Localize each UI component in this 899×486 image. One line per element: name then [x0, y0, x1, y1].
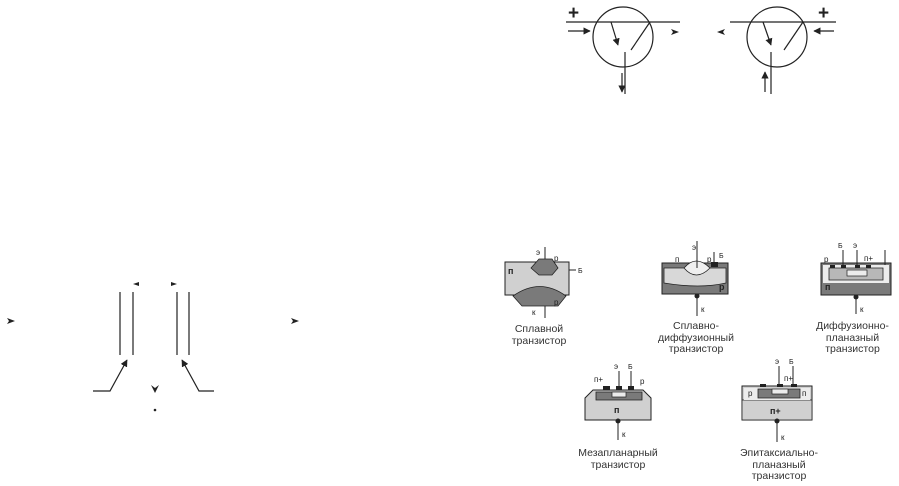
mp-label-e: э	[614, 362, 618, 371]
caption-alloy-diffusion: Сплавно- диффузионный транзистор	[658, 320, 734, 355]
ad-base-contact	[711, 262, 718, 267]
left-arrowhead-far-left	[7, 318, 15, 324]
npn-emitter-lead	[762, 21, 773, 46]
ad-label-e: э	[692, 243, 696, 252]
right-lead-arrow	[181, 359, 214, 392]
alloy-label-e: э	[536, 248, 540, 257]
mp-contact-1	[603, 386, 610, 390]
mp-label-n: п	[614, 405, 619, 415]
left-arrowhead-top-right	[171, 282, 177, 286]
left-arrowhead-down	[151, 385, 159, 393]
dp-emitter-diffusion	[846, 269, 868, 277]
ep-contact-1	[760, 384, 766, 387]
pnp-emitter-lead	[610, 21, 620, 46]
ep-emitter-diffusion	[771, 388, 789, 395]
dp-contact-2	[841, 265, 846, 268]
ad-n-layer	[663, 267, 727, 287]
alloy-collector-pellet	[512, 286, 567, 307]
alloy-label-k: к	[532, 308, 536, 317]
dp-contact-3	[855, 265, 860, 268]
alloy-label-b: Б	[578, 268, 583, 275]
ep-label-n-plus-top: п+	[784, 374, 793, 383]
dp-label-e: э	[853, 241, 857, 250]
npn-out-arrowhead	[717, 29, 725, 35]
mp-label-p: р	[640, 377, 645, 386]
left-lead-arrow	[93, 359, 128, 392]
ep-label-k: к	[781, 433, 785, 442]
left-arrowhead-far-right	[291, 318, 299, 324]
npn-symbol	[730, 6, 836, 94]
pnp-symbol	[566, 6, 680, 94]
caption-diffusion-planar: Диффузионно- планазный транзистор	[816, 320, 889, 355]
mp-contact-3	[628, 386, 634, 390]
dp-label-p: р	[824, 255, 829, 264]
alloy-emitter-pellet	[530, 258, 559, 276]
alloy-diffusion-transistor	[661, 241, 729, 316]
left-small-marks	[7, 282, 299, 412]
pnp-out-arrowhead	[671, 29, 679, 35]
diffusion-planar-transistor	[820, 250, 892, 314]
caption-epitaxial-planar: Эпитаксиально- планазный транзистор	[739, 447, 819, 482]
mp-label-k: к	[622, 430, 626, 439]
pnp-plus-sign: +	[568, 3, 579, 24]
ad-label-k: к	[701, 305, 705, 314]
caption-alloy: Сплавной транзистор	[511, 323, 567, 347]
pnp-collector-lead	[630, 21, 651, 51]
left-dot	[153, 408, 157, 412]
left-arrowhead-top-left	[133, 282, 139, 286]
dp-contact-1	[830, 265, 835, 268]
ep-label-e: э	[775, 357, 779, 366]
mesa-planar-transistor	[584, 371, 652, 440]
dp-label-b: Б	[838, 243, 843, 250]
ep-label-n: п	[802, 389, 806, 398]
epitaxial-planar-transistor	[741, 366, 813, 442]
npn-collector-lead	[783, 21, 804, 51]
alloy-label-p-top: р	[554, 254, 559, 263]
ad-label-p-body: р	[719, 282, 725, 292]
alloy-transistor	[504, 247, 576, 318]
ep-contact-2	[777, 384, 783, 387]
ad-label-p-top: р	[707, 255, 712, 264]
alloy-label-p-bottom: р	[554, 298, 559, 307]
caption-mesa-planar: Мезапланарный транзистор	[578, 447, 658, 471]
ep-label-b: Б	[789, 359, 794, 366]
dp-contact-4	[866, 265, 871, 268]
dp-label-n: п	[825, 282, 830, 292]
npn-marks	[717, 29, 725, 35]
mp-label-n-plus: п+	[594, 375, 603, 384]
ep-label-n-plus-substrate: п+	[770, 406, 781, 416]
pnp-marks	[671, 29, 679, 35]
ep-contact-3	[791, 384, 797, 387]
pnp-circle	[592, 6, 654, 68]
mp-label-b: Б	[628, 364, 633, 371]
dp-label-n-plus: п+	[864, 254, 873, 263]
ep-label-p: р	[748, 389, 753, 398]
left-partial-diagram	[93, 292, 214, 392]
npn-plus-sign: +	[818, 3, 829, 24]
mp-emitter-region	[611, 391, 627, 398]
mp-contact-2	[616, 386, 622, 390]
alloy-label-n: п	[508, 266, 513, 276]
ad-label-n: п	[675, 255, 679, 264]
ad-label-b: Б	[719, 253, 724, 260]
dp-label-k: к	[860, 305, 864, 314]
npn-circle	[746, 6, 808, 68]
